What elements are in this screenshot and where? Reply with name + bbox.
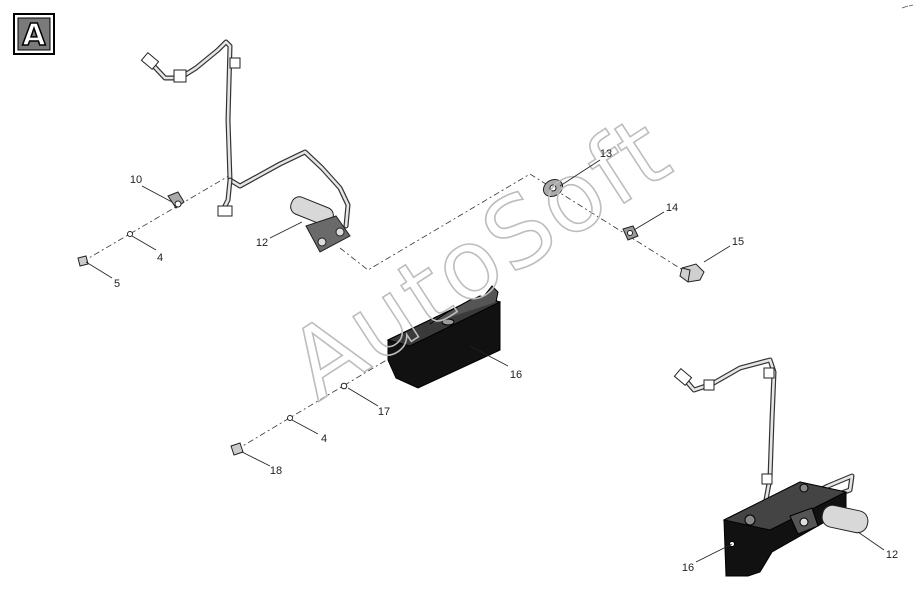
callout-13: 13	[600, 148, 612, 160]
callout-16-lower: 16	[682, 562, 694, 574]
callout-12-upper: 12	[256, 237, 268, 249]
callout-5: 5	[114, 278, 120, 290]
view-badge: A	[13, 13, 55, 55]
callout-labels: 10 4 5 12 13 14 15 16 17 4 18 16 12	[114, 148, 898, 574]
spacer-part	[340, 382, 348, 390]
clamp-part	[167, 191, 185, 209]
callout-16-center: 16	[510, 369, 522, 381]
callout-18: 18	[270, 465, 282, 477]
bolt-part	[77, 255, 89, 267]
injector-upper	[290, 196, 351, 253]
callout-15: 15	[732, 236, 744, 248]
callout-17: 17	[378, 406, 390, 418]
callout-14: 14	[666, 202, 678, 214]
assembled-view-lower	[673, 357, 869, 577]
callout-4-lower: 4	[321, 433, 327, 445]
washer-part	[127, 231, 133, 237]
banjo-bolt-part	[679, 263, 705, 283]
callout-10: 10	[130, 174, 142, 186]
callout-4-upper: 4	[157, 252, 163, 264]
sealing-washer-part	[542, 178, 564, 198]
assembly-axis-lines	[81, 173, 687, 451]
washer-part-lower	[287, 415, 293, 421]
callout-12-lower: 12	[886, 549, 898, 561]
watermark-text: AutoSoft	[270, 94, 690, 421]
bracket-center	[386, 285, 502, 389]
leader-lines	[85, 159, 885, 563]
fuel-pipe-upper	[140, 39, 351, 229]
corner-mark	[901, 4, 914, 9]
view-badge-letter: A	[22, 18, 46, 53]
bolt-part-lower	[230, 442, 244, 456]
